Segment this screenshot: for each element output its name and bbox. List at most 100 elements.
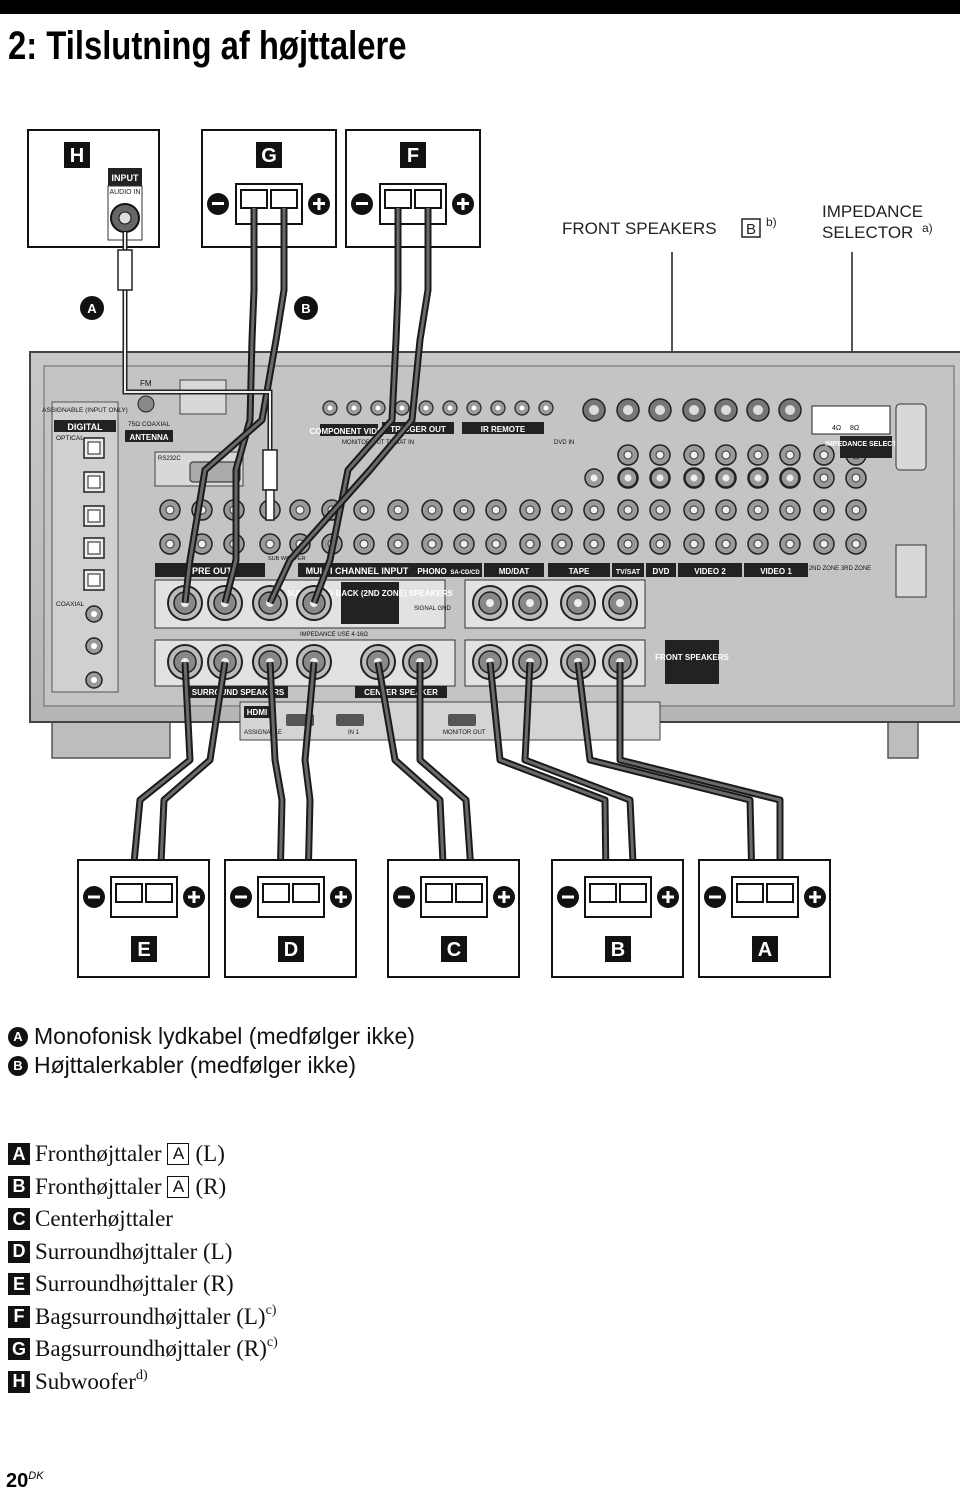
impedance-use-label: IMPEDANCE USE 4-16Ω [300, 632, 368, 638]
box-letter-d: D [284, 939, 298, 961]
speaker-letter-icon: E [8, 1273, 30, 1296]
svg-text:B: B [301, 301, 310, 316]
speaker-legend-text: Surroundhøjttaler (R) [35, 1271, 234, 1297]
receiver-back-panel: ASSIGNABLE (INPUT ONLY) DIGITAL OPTICAL … [29, 351, 960, 759]
ohm8-label: 8Ω [850, 425, 859, 432]
cable-marker-icon: B [8, 1055, 28, 1076]
speaker-legend-side: (R) [195, 1173, 227, 1199]
speaker-letter-icon: G [8, 1338, 30, 1361]
tv-sat-label: TV/SAT [616, 569, 641, 576]
rs232c-label: RS232C [158, 456, 181, 462]
hdmi-in1-label: IN 1 [348, 730, 360, 736]
phono-label: PHONO [417, 567, 446, 576]
impedance-callout-line1: IMPEDANCE [822, 202, 923, 221]
cable-legend-item: B Højttalerkabler (medfølger ikke) [8, 1051, 415, 1080]
optical-label: OPTICAL [56, 435, 84, 442]
coaxial-label: COAXIAL [56, 601, 85, 608]
speaker-cables [128, 208, 784, 885]
dvd-in-label: DVD IN [554, 440, 574, 446]
box-letter-a: A [758, 939, 772, 961]
front-speakers-callout-box: B [746, 221, 756, 238]
speaker-box-f: F [345, 129, 481, 248]
speaker-letter-icon: D [8, 1240, 30, 1263]
trigger-out-label: TRIGGER OUT [390, 425, 446, 434]
center-speaker-label: CENTER SPEAKER [364, 688, 438, 697]
footnote-ref: c) [266, 1335, 278, 1351]
zone3-label: 3RD ZONE [841, 566, 871, 572]
speaker-letter-icon: F [8, 1305, 30, 1328]
box-letter-c: C [447, 939, 461, 961]
digital-label: DIGITAL [67, 422, 103, 432]
speaker-legend-text: Bagsurroundhøjttaler (R) [35, 1336, 267, 1362]
svg-text:A: A [87, 301, 97, 316]
speaker-system-box: A [167, 1175, 190, 1198]
preout-label: PRE OUT [192, 566, 233, 576]
speaker-box-c: C [387, 859, 520, 978]
speaker-box-e: E [77, 859, 210, 978]
footnote-ref: d) [135, 1367, 148, 1383]
component-video-label: COMPONENT VIDEO [309, 427, 388, 436]
coax-label: 75Ω COAXIAL [128, 421, 170, 428]
box-letter-e: E [137, 939, 150, 961]
ir-remote-label: IR REMOTE [481, 425, 526, 434]
front-speakers-callout-note: b) [766, 215, 777, 229]
hdmi-assignable-label: ASSIGNABLE [244, 730, 282, 736]
cable-marker-b: B [294, 296, 318, 320]
page-number-suffix: DK [28, 1470, 44, 1482]
zone2-label: 2ND ZONE [809, 566, 839, 572]
fm-label: FM [140, 379, 152, 388]
speaker-letter-icon: B [8, 1175, 30, 1198]
box-letter-h: H [70, 145, 84, 167]
page-number-value: 20 [6, 1470, 29, 1492]
dvd-label: DVD [653, 567, 670, 576]
impedance-callout-line2: SELECTOR [822, 223, 913, 242]
subwoofer-box-h: H INPUT AUDIO IN [27, 129, 160, 248]
monitor-out-label: MONITOR OUT [342, 440, 385, 446]
impedance-selector-label: IMPEDANCE SELECTOR [825, 441, 907, 448]
speaker-box-b: B [551, 859, 684, 978]
connection-diagram: H INPUT AUDIO IN G F FRONT SPEAKERS B [27, 129, 960, 978]
antenna-label: ANTENNA [129, 433, 168, 442]
multi-channel-input-label: MULTI CHANNEL INPUT [306, 566, 409, 576]
tape-label: TAPE [569, 567, 590, 576]
ohm4-label: 4Ω [832, 425, 841, 432]
cable-marker-icon: A [8, 1026, 28, 1047]
video1-label: VIDEO 1 [760, 567, 792, 576]
speaker-box-a: A [698, 859, 831, 978]
md-dat-label: MD/DAT [499, 567, 530, 576]
box-letter-b: B [611, 939, 625, 961]
top-rule [0, 0, 960, 14]
speaker-legend-text: Surroundhøjttaler (L) [35, 1238, 233, 1264]
hdmi-label: HDMI [247, 708, 267, 717]
front-speakers-panel-label: FRONT SPEAKERS [655, 653, 729, 662]
speaker-letter-icon: A [8, 1143, 30, 1166]
cable-marker-a: A [80, 296, 104, 320]
speaker-system-box: A [167, 1143, 190, 1166]
speaker-box-d: D [224, 859, 357, 978]
footnote-ref: c) [265, 1302, 277, 1318]
speaker-legend-text: Bagsurroundhøjttaler (L) [35, 1303, 266, 1329]
audio-in-label: AUDIO IN [109, 189, 140, 196]
surround-back-label: SURROUND BACK (2ND ZONE) SPEAKERS [287, 589, 453, 598]
speaker-legend-text: Fronthøjttaler [35, 1173, 162, 1199]
speaker-letter-icon: H [8, 1370, 30, 1393]
box-letter-g: G [261, 145, 277, 167]
cable-legend-text: Højttalerkabler (medfølger ikke) [34, 1052, 357, 1078]
assignable-label: ASSIGNABLE (INPUT ONLY) [42, 407, 128, 414]
video2-label: VIDEO 2 [694, 567, 726, 576]
speaker-legend-side: (L) [195, 1141, 225, 1167]
speaker-legend-text: Subwoofer [35, 1368, 136, 1394]
page-number: 20DK [6, 1470, 44, 1493]
surround-speakers-label: SURROUND SPEAKERS [192, 688, 285, 697]
sa-cd-label: SA-CD/CD [450, 570, 480, 576]
front-speakers-callout-label: FRONT SPEAKERS [562, 219, 717, 238]
